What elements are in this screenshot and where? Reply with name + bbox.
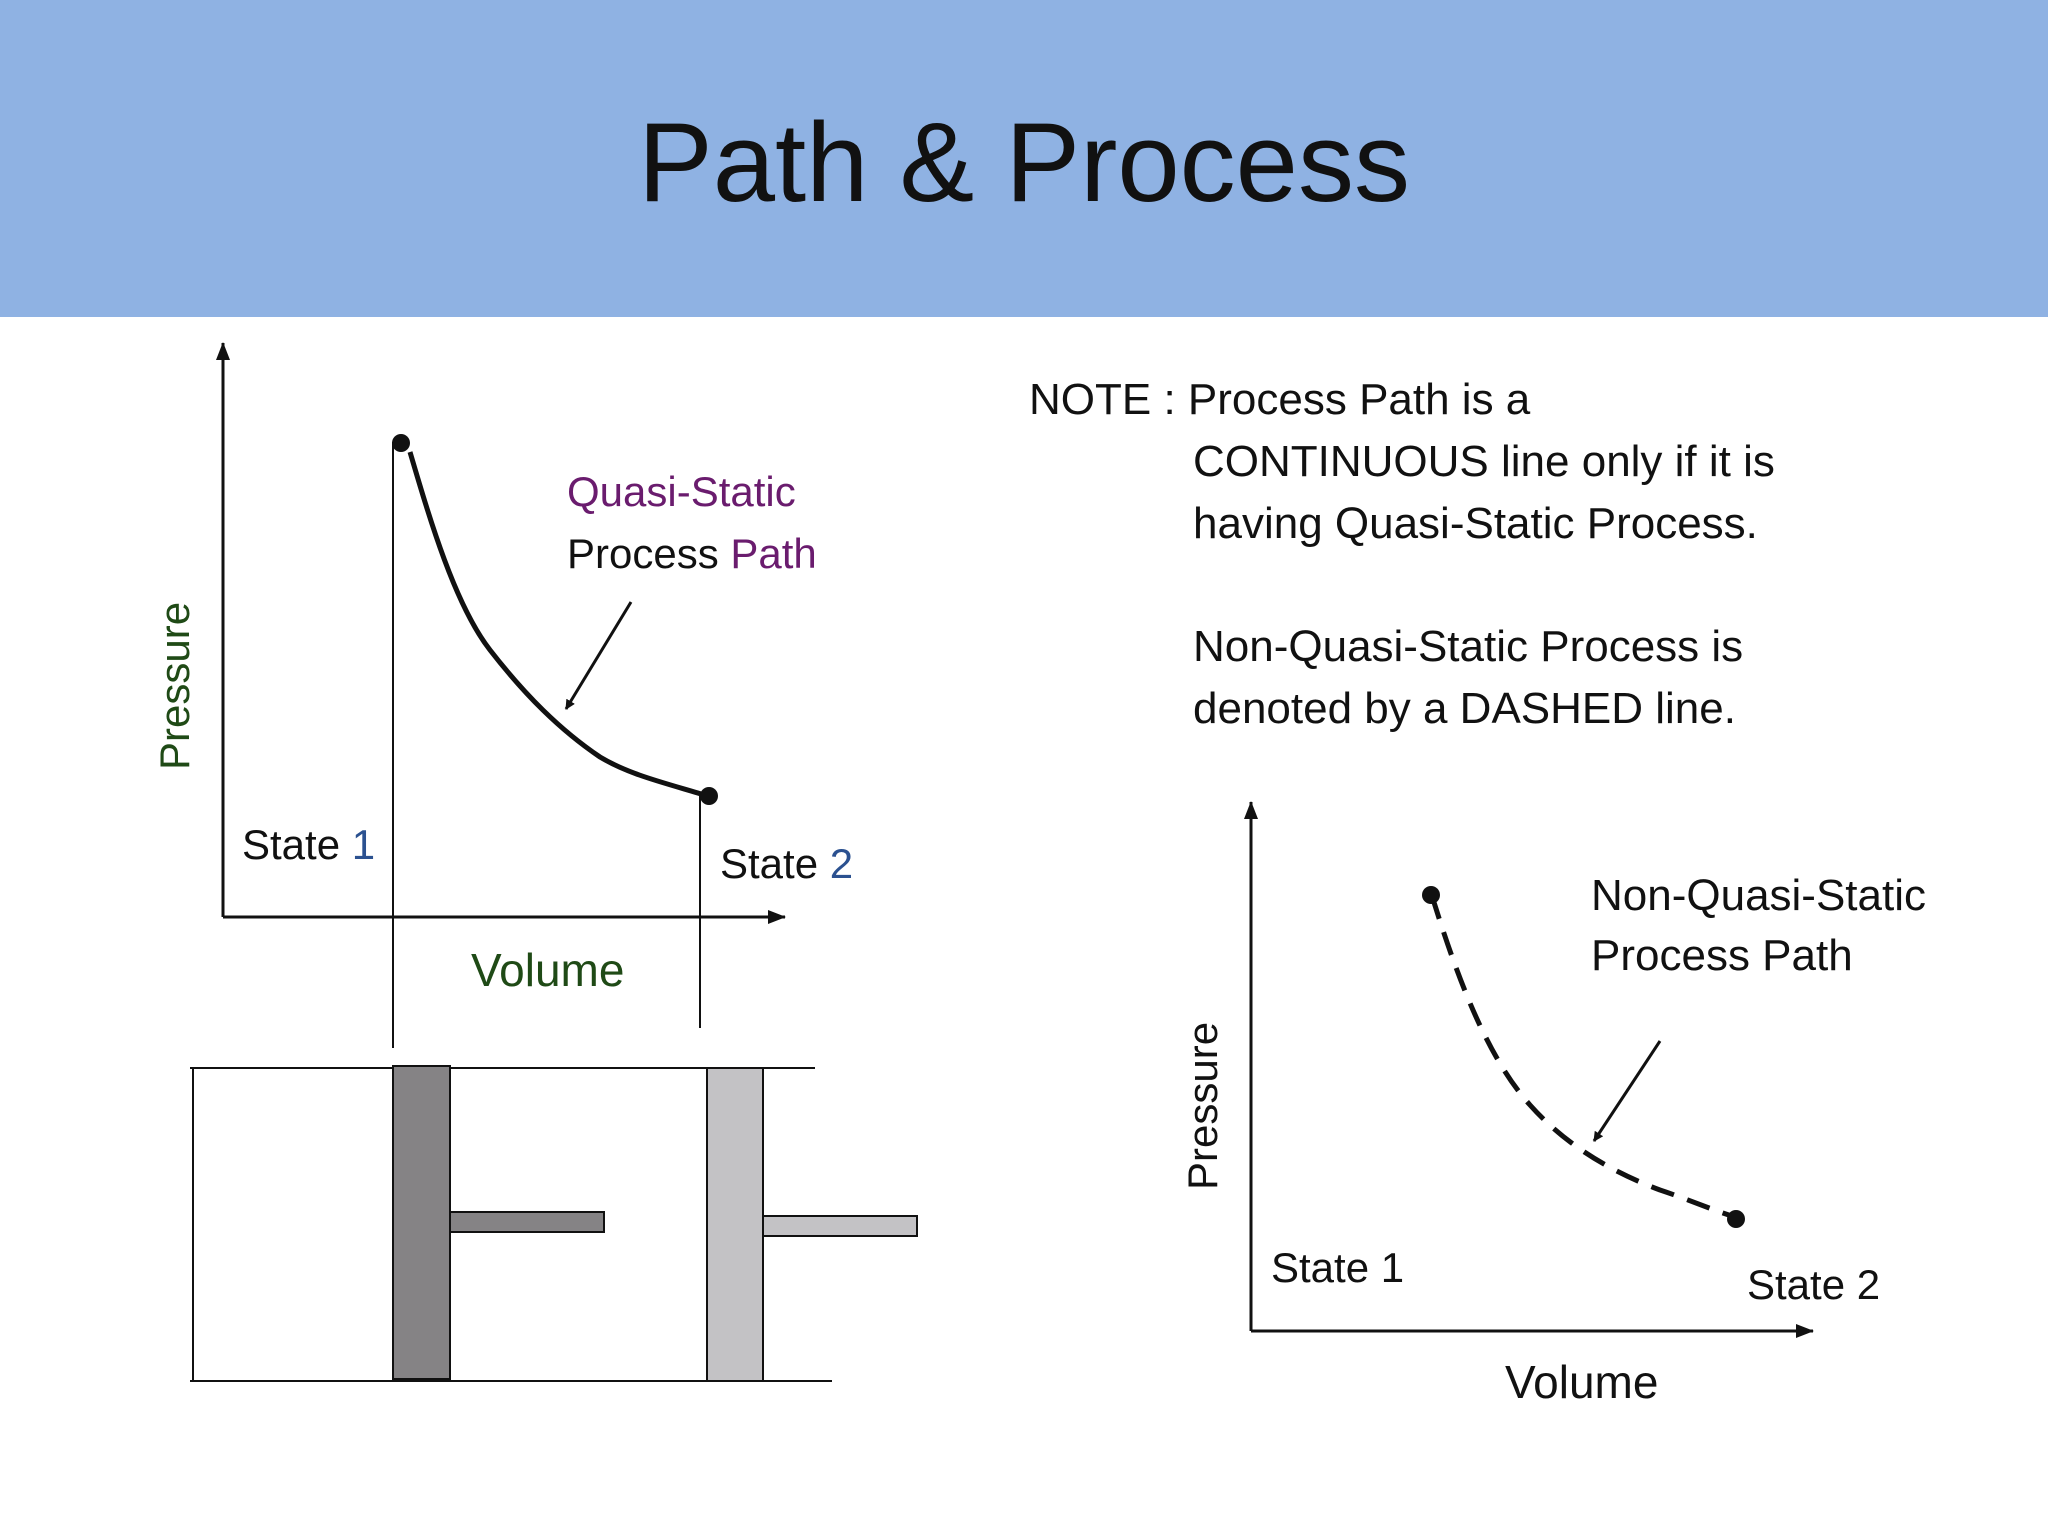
right-state2-label: State 2 [1747, 1261, 1881, 1308]
note-line-3: having Quasi-Static Process. [1193, 499, 1758, 548]
piston-rod-state2 [762, 1215, 918, 1237]
left-y-axis-label: Pressure [151, 601, 198, 770]
non-quasi-static-pointer-arrow [1592, 1040, 1662, 1142]
quasi-static-label-line1: Quasi-Static [567, 468, 796, 515]
quasi-static-label-path: Path [730, 530, 817, 577]
right-x-axis-label: Volume [1505, 1356, 1659, 1408]
left-state1-prefix: State [242, 821, 341, 868]
non-quasi-static-curve [1429, 895, 1739, 1221]
note-line-4: Non-Quasi-Static Process is [1193, 622, 1744, 671]
slide-title: Path & Process [638, 100, 1410, 225]
right-state1-point [1422, 886, 1440, 904]
left-state2-label: State 2 [720, 839, 853, 889]
note-line-5: denoted by a DASHED line. [1193, 684, 1736, 733]
piston-cylinder [190, 1065, 918, 1382]
right-state1-label: State 1 [1271, 1244, 1405, 1291]
quasi-static-pointer-arrow [564, 601, 633, 710]
left-state1-label: State 1 [242, 820, 375, 870]
left-pv-diagram [216, 342, 786, 1048]
piston-rod-state1 [449, 1211, 605, 1233]
left-state2-number: 2 [829, 840, 854, 887]
note-line-1: NOTE : Process Path is a [1029, 375, 1531, 424]
piston-state2 [706, 1067, 764, 1382]
left-state2-prefix: State [720, 840, 819, 887]
left-state1-point [392, 434, 410, 452]
non-quasi-static-label-line2: Process Path [1591, 931, 1853, 980]
note-line-2: CONTINUOUS line only if it is [1193, 437, 1775, 486]
quasi-static-label-process: Process [567, 530, 719, 577]
quasi-static-curve [407, 451, 709, 799]
left-state1-number: 1 [351, 821, 376, 868]
non-quasi-static-label-line1: Non-Quasi-Static [1591, 871, 1927, 920]
right-y-axis-label: Pressure [1179, 1021, 1226, 1190]
title-bar [0, 0, 2048, 317]
quasi-static-label-line2: Process Path [567, 529, 817, 579]
right-pv-diagram [1244, 801, 1814, 1338]
right-state2-point [1727, 1210, 1745, 1228]
piston-state1 [392, 1065, 451, 1380]
left-state2-point [700, 787, 718, 805]
left-x-axis-label: Volume [471, 944, 625, 996]
